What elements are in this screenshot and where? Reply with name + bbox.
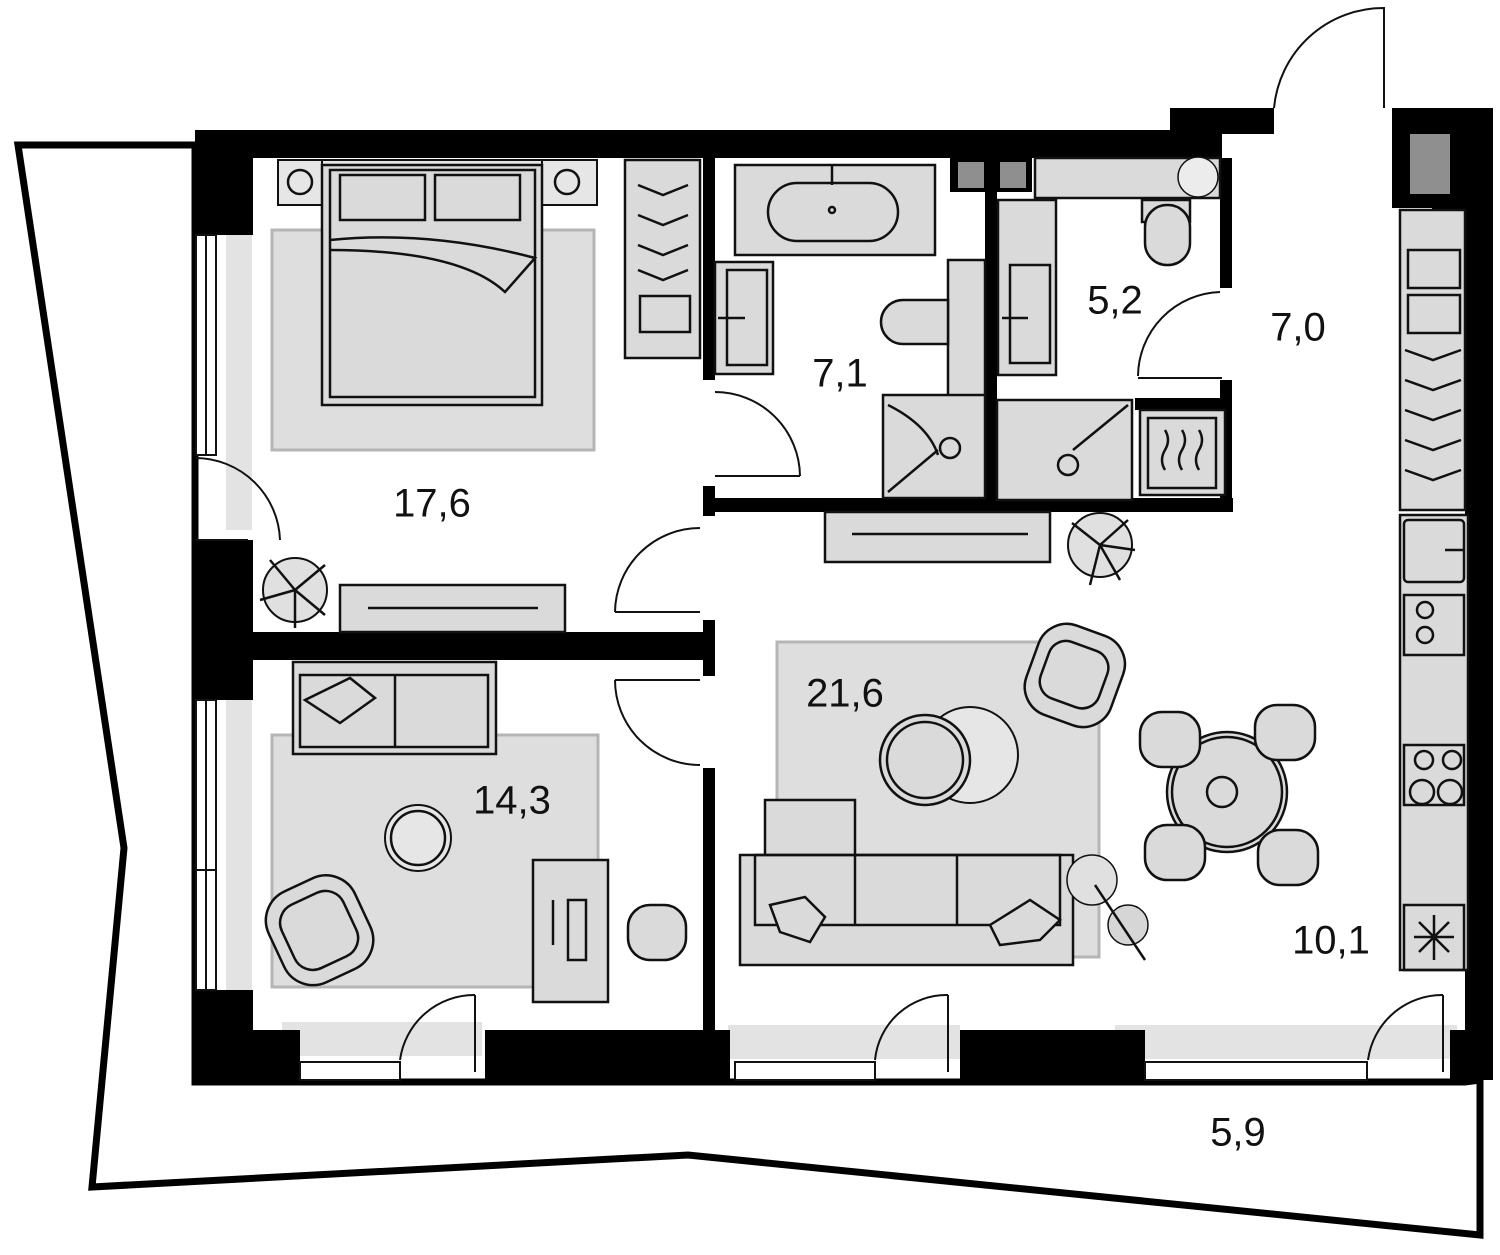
coffee-table-icon [878,706,1019,807]
coffee-table-icon [384,804,452,872]
shower-icon [995,398,1134,502]
toilet-icon [1140,198,1192,267]
window-sills [226,210,1457,1059]
duct [1410,134,1450,194]
kitchen-counter [1398,513,1470,972]
bedroom-dresser [338,583,567,634]
bed-icon [277,159,598,407]
room-area-wc: 5,2 [1087,279,1143,323]
fridge-icon [1402,903,1466,972]
dining-table-icon [1138,703,1320,887]
duct [958,162,984,188]
armchair-icon [1023,622,1127,729]
hall-console [823,510,1052,564]
sofa-icon [291,660,498,756]
duct [1000,162,1026,188]
room-area-balcony: 5,9 [1210,1111,1266,1155]
doors [195,6,1444,1072]
room-labels: 17,6 7,1 5,2 7,0 14,3 21,6 10,1 5,9 [393,279,1370,1155]
sink-icon [996,198,1058,377]
armchair-icon [626,903,688,962]
sofa-icon [738,798,1075,967]
sink-icon [713,260,775,376]
plant-icon [259,557,328,628]
shower-icon [881,393,987,500]
armchair-icon [264,874,375,987]
stove-icon [1402,593,1466,807]
toilet-icon [879,258,987,402]
windows [195,234,1368,1081]
wardrobe-icon [1398,208,1467,512]
room-area-study: 14,3 [473,779,551,823]
room-area-hall: 7,0 [1270,306,1326,350]
wardrobe-icon [623,158,702,360]
room-area-bedroom: 17,6 [393,482,471,526]
bathtub-icon [733,163,937,257]
plant-icon [1067,512,1136,586]
floor-lamp-icon [1066,854,1149,961]
desk-icon [531,858,610,1004]
room-area-bathroom: 7,1 [812,352,868,396]
room-area-living: 21,6 [806,672,884,716]
washing-machine-icon [1138,408,1227,497]
plant-icon [1033,156,1222,200]
room-area-kitchen: 10,1 [1292,919,1370,963]
